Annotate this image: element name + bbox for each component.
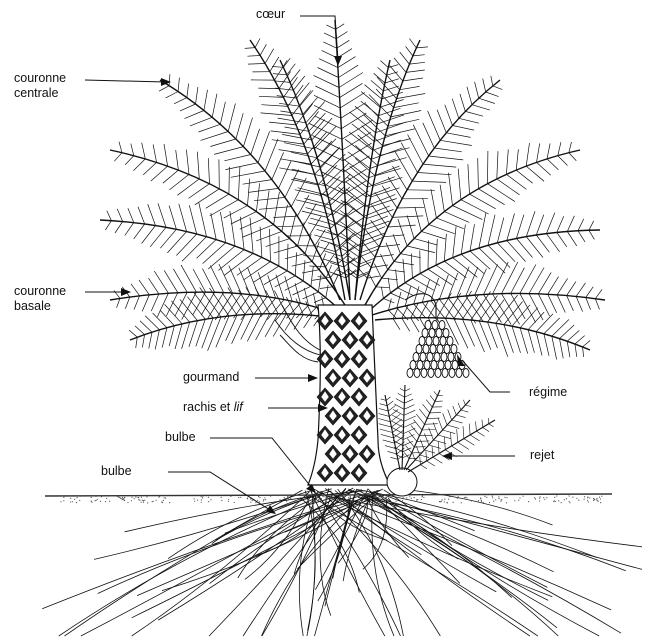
frond-rachis xyxy=(370,230,600,310)
leader-coeur xyxy=(300,16,338,60)
label-gourmand: gourmand xyxy=(183,370,239,385)
leader-bulbe-upper xyxy=(210,438,312,488)
label-coeur: cœur xyxy=(256,7,285,22)
rejet-offshoot xyxy=(378,385,495,496)
leader-regime xyxy=(462,360,510,392)
frond-rachis xyxy=(372,293,605,315)
label-couronne-centrale-line1: couronne xyxy=(14,71,66,85)
label-lif: lif xyxy=(234,400,243,414)
label-rachis: rachis et xyxy=(183,400,234,414)
label-couronne-basale: couronne basale xyxy=(14,284,66,314)
label-couronne-centrale: couronne centrale xyxy=(14,71,66,101)
leader-bulbe-lower xyxy=(168,472,270,510)
label-couronne-centrale-line2: centrale xyxy=(14,86,58,100)
label-bulbe-upper: bulbe xyxy=(165,430,196,445)
label-rachis-et-lif: rachis et lif xyxy=(183,400,243,415)
leader-couronne-centrale xyxy=(85,80,165,82)
frond-rachis xyxy=(110,292,340,315)
roots xyxy=(42,488,642,636)
label-rejet: rejet xyxy=(530,448,554,463)
label-bulbe-lower: bulbe xyxy=(101,464,132,479)
label-couronne-basale-line2: basale xyxy=(14,299,51,313)
frond-rachis xyxy=(375,318,590,350)
label-couronne-basale-line1: couronne xyxy=(14,284,66,298)
trunk xyxy=(275,305,390,485)
label-regime: régime xyxy=(529,385,567,400)
rejet-base xyxy=(387,468,417,496)
